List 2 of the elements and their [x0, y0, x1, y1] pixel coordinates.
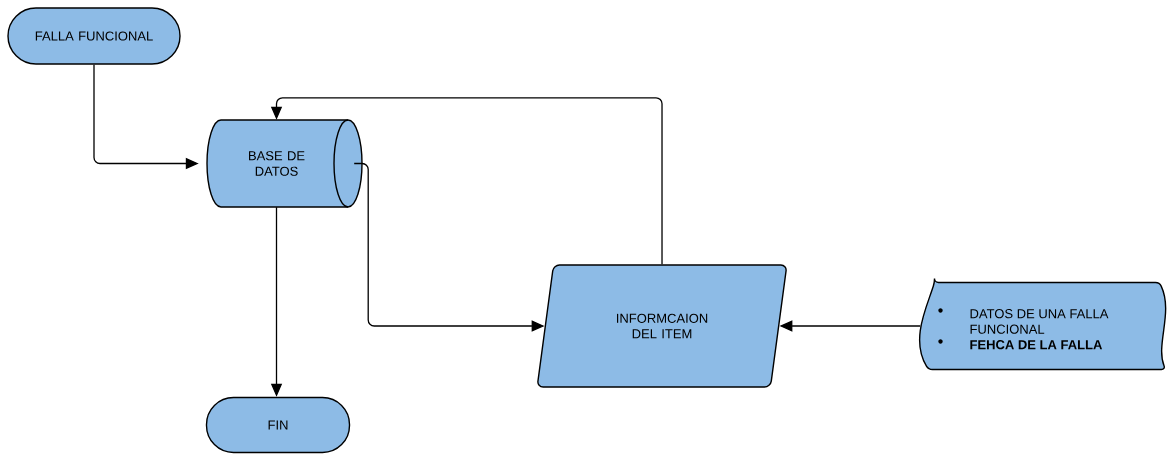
database-cylinder: BASE DE DATOS: [206, 119, 363, 208]
data-parallelogram: INFORMCAION DEL ITEM: [537, 264, 787, 388]
